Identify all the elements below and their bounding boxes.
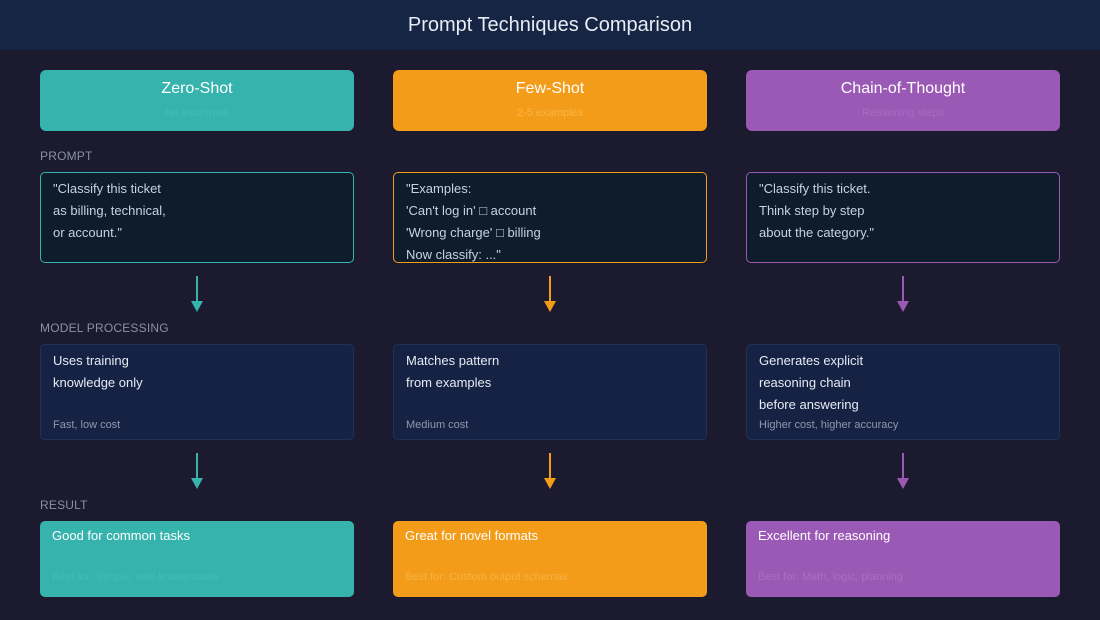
processing-line: reasoning chain: [759, 375, 851, 390]
prompt-box-zero-shot: "Classify this ticket as billing, techni…: [40, 172, 354, 263]
technique-card-few-shot: Few-Shot 2-5 examples: [393, 70, 707, 131]
cost-label: Higher cost, higher accuracy: [759, 419, 899, 431]
down-arrow-icon: [544, 276, 556, 312]
section-label-processing: MODEL PROCESSING: [40, 321, 169, 335]
result-box-chain-of-thought: Excellent for reasoning Best for: Math, …: [746, 521, 1060, 597]
prompt-line: as billing, technical,: [53, 203, 166, 218]
section-label-result: RESULT: [40, 498, 88, 512]
processing-box-few-shot: Matches pattern from examples Medium cos…: [393, 344, 707, 440]
best-for-label: Best for: Simple, well-known tasks: [52, 571, 219, 583]
prompt-line: "Examples:: [406, 181, 472, 196]
result-headline: Great for novel formats: [405, 528, 538, 543]
technique-name: Zero-Shot: [161, 80, 233, 97]
result-box-few-shot: Great for novel formats Best for: Custom…: [393, 521, 707, 597]
technique-subtitle: Reasoning steps: [862, 107, 944, 119]
processing-line: from examples: [406, 375, 492, 390]
processing-line: before answering: [759, 397, 859, 412]
prompt-line: or account.": [53, 225, 122, 240]
column-chain-of-thought: Chain-of-Thought Reasoning steps "Classi…: [746, 0, 1060, 620]
technique-card-chain-of-thought: Chain-of-Thought Reasoning steps: [746, 70, 1060, 131]
prompt-line: "Classify this ticket.: [759, 181, 871, 196]
section-label-prompt: PROMPT: [40, 149, 93, 163]
processing-line: Matches pattern: [406, 353, 500, 368]
technique-name: Few-Shot: [515, 80, 585, 97]
prompt-line: about the category.": [759, 225, 874, 240]
column-few-shot: Few-Shot 2-5 examples "Examples: 'Can't …: [393, 0, 707, 620]
cost-label: Fast, low cost: [53, 419, 121, 431]
down-arrow-icon: [191, 453, 203, 489]
cost-label: Medium cost: [406, 419, 469, 431]
processing-box-zero-shot: Uses training knowledge only Fast, low c…: [40, 344, 354, 440]
column-zero-shot: Zero-Shot No examples "Classify this tic…: [40, 0, 354, 620]
down-arrow-icon: [897, 276, 909, 312]
page-title: Prompt Techniques Comparison: [407, 13, 693, 36]
best-for-label: Best for: Math, logic, planning: [758, 571, 903, 583]
best-for-label: Best for: Custom output schemas: [405, 571, 568, 583]
technique-subtitle: 2-5 examples: [516, 107, 584, 119]
prompt-line: Now classify: ...": [406, 247, 501, 262]
processing-line: Uses training: [53, 353, 129, 368]
processing-line: knowledge only: [53, 375, 143, 390]
processing-box-chain-of-thought: Generates explicit reasoning chain befor…: [746, 344, 1060, 440]
down-arrow-icon: [544, 453, 556, 489]
down-arrow-icon: [897, 453, 909, 489]
result-headline: Good for common tasks: [52, 528, 190, 543]
result-headline: Excellent for reasoning: [758, 528, 891, 543]
prompt-line: 'Can't log in' □ account: [406, 203, 537, 218]
result-box-zero-shot: Good for common tasks Best for: Simple, …: [40, 521, 354, 597]
technique-subtitle: No examples: [164, 107, 230, 119]
processing-line: Generates explicit: [759, 353, 864, 368]
technique-card-zero-shot: Zero-Shot No examples: [40, 70, 354, 131]
prompt-box-chain-of-thought: "Classify this ticket. Think step by ste…: [746, 172, 1060, 263]
prompt-line: Think step by step: [759, 203, 865, 218]
prompt-line: 'Wrong charge' □ billing: [406, 225, 541, 240]
prompt-line: "Classify this ticket: [53, 181, 161, 196]
header-bar: Prompt Techniques Comparison: [0, 0, 1100, 50]
down-arrow-icon: [191, 276, 203, 312]
technique-name: Chain-of-Thought: [840, 80, 966, 97]
prompt-box-few-shot: "Examples: 'Can't log in' □ account 'Wro…: [393, 172, 707, 263]
